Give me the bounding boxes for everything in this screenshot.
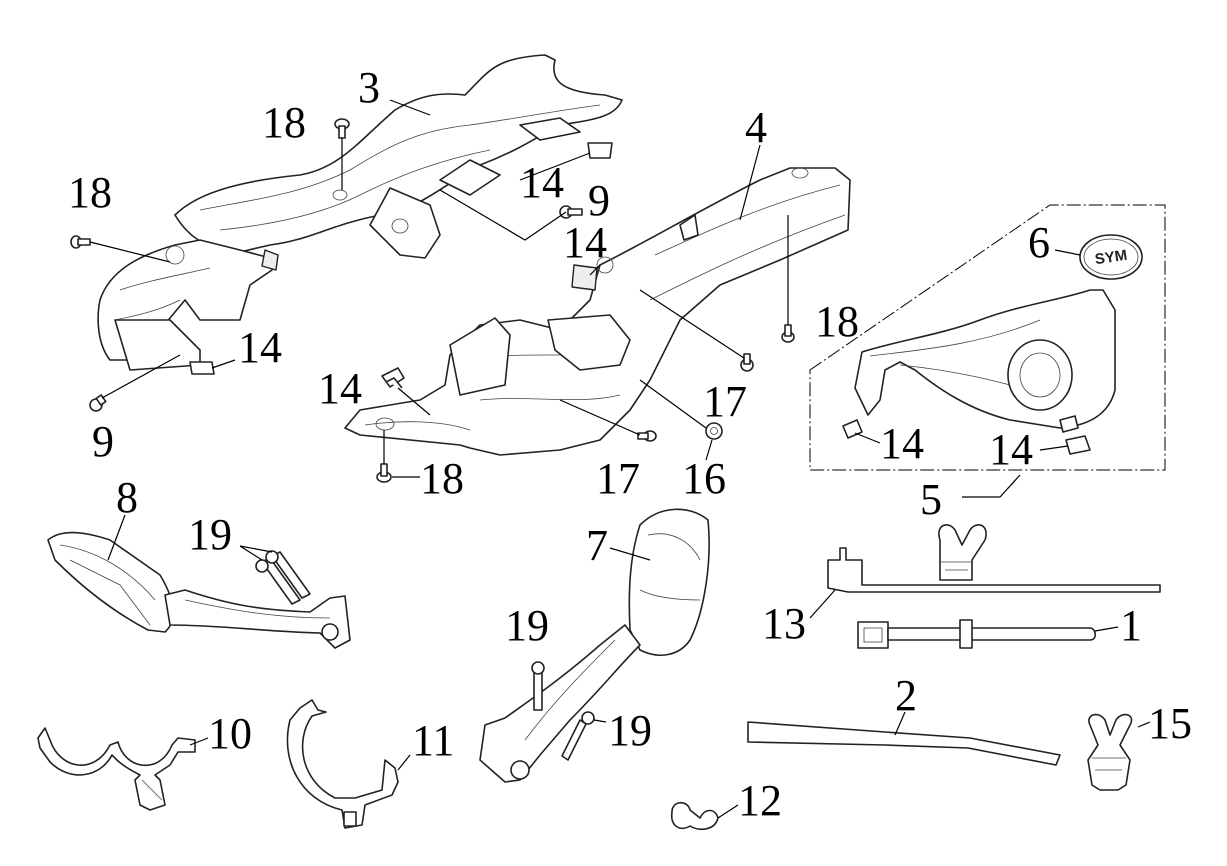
leader-line-screw-17-lower [559, 399, 641, 436]
screw-18-right [781, 324, 795, 343]
part-15-push-clip [1087, 713, 1133, 791]
callout-14-loose: 14 [318, 364, 362, 413]
part-1-cable-tie [857, 619, 1097, 649]
leader-line-screw-18-bottom [383, 430, 420, 478]
callout-16: 16 [682, 454, 726, 503]
callout-11: 11 [412, 716, 454, 765]
leader-line-7 [609, 547, 651, 561]
callout-19-mid: 19 [505, 601, 549, 650]
bolt-19-pair [255, 550, 311, 605]
leader-line-3 [389, 99, 431, 116]
leader-line-15 [1137, 721, 1151, 728]
screw-18-bottom [376, 463, 392, 483]
part-8-left-mirror [47, 531, 351, 649]
leader-line-10 [189, 737, 209, 746]
leader-line-clip-14-loose [397, 387, 431, 416]
callout-19-left: 19 [188, 510, 232, 559]
callout-7: 7 [586, 521, 608, 570]
part-4-inner-cover [344, 167, 851, 456]
leader-line-14e [1039, 445, 1069, 451]
part-6-sym-emblem: SYM [1079, 234, 1143, 280]
callout-14-box-left: 14 [880, 419, 924, 468]
leader-lines-bolt-19-pair [239, 545, 273, 561]
leader-line-16 [705, 439, 713, 461]
callout-6: 6 [1028, 218, 1050, 267]
part-13-clamp-bracket [827, 524, 1161, 593]
leader-line-bolt-19-side [593, 719, 607, 723]
leader-line-bolt-9-right [439, 189, 567, 241]
screw-18-left [70, 235, 91, 249]
assembly-5-outline [809, 204, 1166, 471]
leader-line-14c [589, 264, 601, 276]
leader-line-5 [962, 474, 1021, 498]
leader-line-screw-17-upper [639, 289, 745, 359]
callout-18-top: 18 [262, 98, 306, 147]
callout-3: 3 [358, 63, 380, 112]
callout-2: 2 [895, 671, 917, 720]
nut-16 [705, 422, 723, 440]
part-10-double-clip [37, 727, 196, 811]
leader-line-13 [809, 589, 836, 619]
part-7-right-mirror [479, 508, 710, 783]
callout-10: 10 [208, 709, 252, 758]
screw-18-top [334, 118, 350, 139]
bolt-9-right [559, 205, 583, 219]
callout-5: 5 [920, 475, 942, 524]
callout-9-left: 9 [92, 417, 114, 466]
leader-line-4 [739, 144, 761, 221]
leader-line-12 [717, 804, 739, 819]
part-2-strip [747, 721, 1061, 766]
screw-17-upper [740, 353, 754, 372]
callout-4: 4 [745, 103, 767, 152]
part-3-inner-cover [97, 54, 623, 375]
callout-18-right: 18 [815, 297, 859, 346]
leader-line-6 [1054, 249, 1081, 256]
callout-18-bottom: 18 [420, 454, 464, 503]
leader-line-1 [1094, 626, 1119, 632]
bolt-19-mirror-top [531, 661, 545, 711]
leader-line-2 [894, 711, 906, 736]
clip-14-loose [381, 367, 405, 389]
callout-17-lower: 17 [596, 454, 640, 503]
part-12-small-clip [670, 801, 719, 831]
callout-14-box-right: 14 [989, 425, 1033, 474]
callout-17-upper: 17 [703, 377, 747, 426]
callout-1: 1 [1120, 601, 1142, 650]
leader-line-14a [519, 152, 591, 181]
callout-18-left: 18 [68, 168, 112, 217]
callout-14-upper: 14 [520, 158, 564, 207]
leader-line-screw-18-left [89, 241, 171, 263]
callout-14-mid: 14 [563, 218, 607, 267]
callout-15: 15 [1148, 699, 1192, 748]
part-11-hook-clip [286, 699, 399, 829]
callout-13: 13 [762, 599, 806, 648]
screw-17-lower [637, 430, 657, 442]
callout-14-left: 14 [238, 323, 282, 372]
leader-line-14d [854, 432, 881, 444]
callout-9-right: 9 [588, 176, 610, 225]
callout-19-right: 19 [608, 706, 652, 755]
callout-12: 12 [738, 776, 782, 825]
emblem-text: SYM [1094, 247, 1129, 268]
part-5-cover-assembly [842, 289, 1116, 455]
leader-line-14b [211, 359, 236, 369]
bolt-9-left [89, 394, 107, 412]
leader-line-nut-16 [639, 379, 707, 429]
callout-8: 8 [116, 473, 138, 522]
leader-line-11 [397, 754, 411, 771]
callout-labels: 3 18 18 14 9 14 4 18 6 14 14 9 17 18 17 … [68, 63, 1192, 825]
leader-line-bolt-9-left [101, 354, 181, 399]
bolt-19-mirror-side [561, 711, 595, 761]
leader-line-8 [107, 514, 126, 561]
